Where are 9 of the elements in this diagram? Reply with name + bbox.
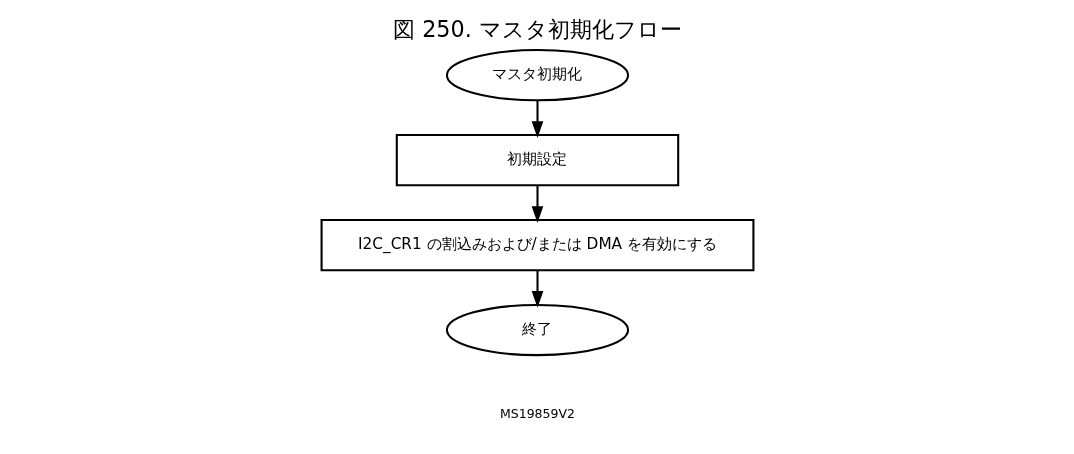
node-ellipse: マスタ初期化 (445, 49, 629, 102)
arrow (531, 100, 543, 138)
arrow (531, 185, 543, 223)
node-ellipse: 終了 (445, 303, 629, 357)
label: MS19859V2 (499, 406, 575, 422)
node-box: I2C_CR1 の割込みおよび/または DMA を有効にする (320, 219, 754, 272)
arrow (531, 270, 543, 308)
node-box: 初期設定 (395, 134, 679, 187)
diagram-title: 図 250. マスタ初期化フロー (392, 16, 682, 43)
